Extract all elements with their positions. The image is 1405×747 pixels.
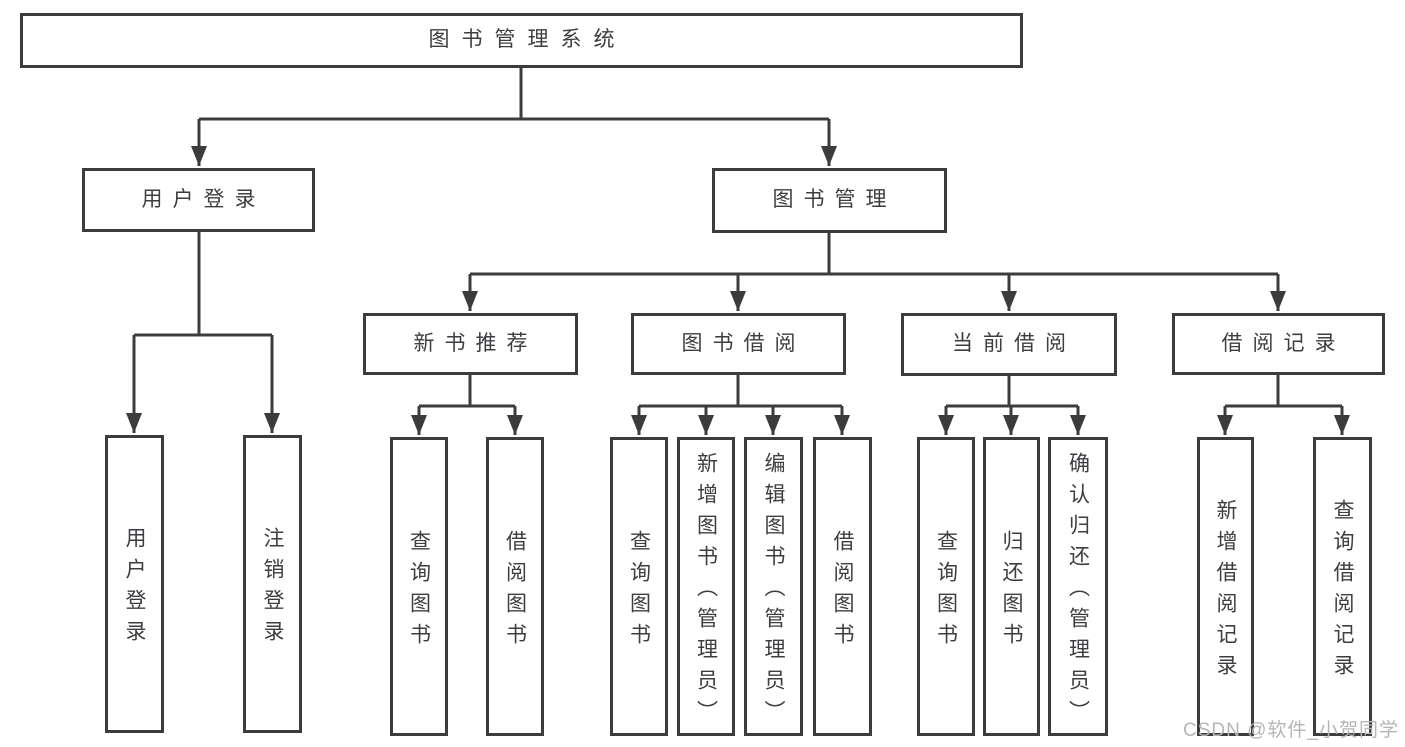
node-leaf-edit-book: 编辑图书（管理员） [744, 437, 803, 736]
connector-book-borrow-children [631, 375, 850, 435]
node-leaf-query-borrow-record: 查询借阅记录 [1313, 437, 1372, 736]
node-leaf-add-borrow-record-label: 新增借阅记录 [1214, 498, 1237, 685]
node-leaf-borrow-book-1: 借阅图书 [486, 437, 544, 736]
node-root: 图书管理系统 [20, 13, 1023, 68]
node-book-mgmt: 图书管理 [712, 168, 947, 233]
node-leaf-confirm-return: 确认归还（管理员） [1048, 437, 1108, 736]
node-leaf-query-book-2-label: 查询图书 [627, 529, 651, 654]
node-leaf-query-borrow-record-label: 查询借阅记录 [1331, 498, 1354, 685]
connector-new-book-rec-children [411, 375, 523, 435]
connector-user-login-children [126, 232, 280, 433]
node-leaf-borrow-book-2: 借阅图书 [813, 437, 872, 736]
node-new-book-rec-label: 新书推荐 [413, 331, 538, 355]
node-current-borrow: 当前借阅 [901, 313, 1117, 376]
node-root-label: 图书管理系统 [428, 28, 627, 52]
node-borrow-records-label: 借阅记录 [1221, 331, 1346, 355]
node-leaf-add-book-label: 新增图书（管理员） [694, 452, 718, 731]
node-book-mgmt-label: 图书管理 [772, 188, 897, 212]
node-leaf-query-book-3: 查询图书 [917, 437, 975, 736]
node-leaf-query-book-3-label: 查询图书 [934, 529, 958, 654]
node-leaf-logout: 注销登录 [243, 435, 302, 733]
node-book-borrow-label: 图书借阅 [681, 331, 806, 355]
node-leaf-query-book-2: 查询图书 [610, 437, 668, 736]
node-leaf-logout-label: 注销登录 [261, 527, 284, 651]
connector-current-borrow-children [938, 375, 1086, 435]
node-borrow-records: 借阅记录 [1172, 313, 1385, 375]
node-leaf-edit-book-label: 编辑图书（管理员） [762, 452, 785, 731]
node-current-borrow-label: 当前借阅 [952, 332, 1076, 356]
node-new-book-rec: 新书推荐 [363, 313, 578, 375]
node-book-borrow: 图书借阅 [631, 313, 846, 375]
connector-borrow-records-children [1217, 375, 1350, 435]
node-user-login-label: 用户登录 [141, 187, 266, 211]
node-leaf-return-book-label: 归还图书 [1000, 529, 1023, 654]
node-leaf-borrow-book-2-label: 借阅图书 [831, 529, 854, 654]
node-leaf-return-book: 归还图书 [983, 437, 1040, 736]
node-leaf-user-login: 用户登录 [105, 435, 164, 733]
node-leaf-query-book-1-label: 查询图书 [407, 529, 431, 654]
connector-book-mgmt-children [462, 233, 1286, 311]
node-leaf-user-login-label: 用户登录 [123, 527, 146, 651]
connector-root-to-level2 [191, 68, 837, 166]
node-leaf-add-book: 新增图书（管理员） [677, 437, 735, 736]
node-leaf-query-book-1: 查询图书 [390, 437, 448, 736]
node-user-login: 用户登录 [82, 168, 315, 232]
node-leaf-confirm-return-label: 确认归还（管理员） [1066, 452, 1090, 731]
node-leaf-add-borrow-record: 新增借阅记录 [1197, 437, 1254, 736]
node-leaf-borrow-book-1-label: 借阅图书 [503, 529, 527, 654]
